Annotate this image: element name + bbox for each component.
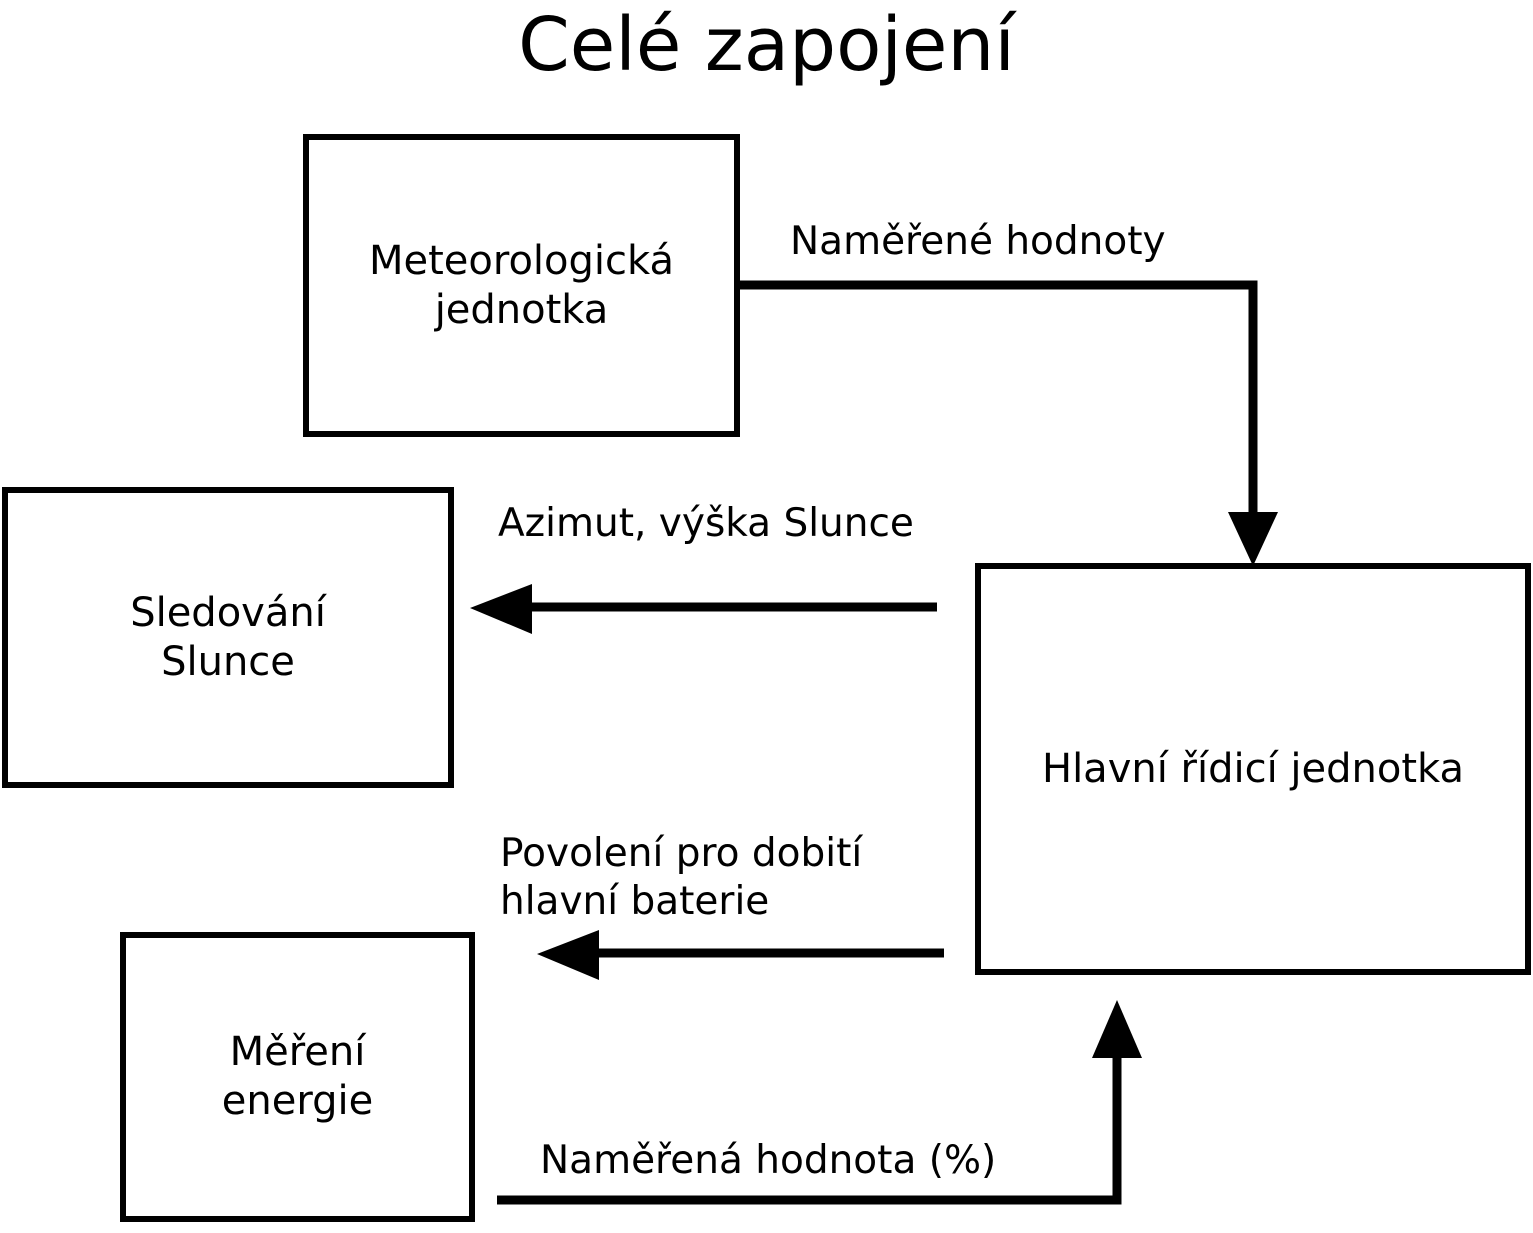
node-label: Meteorologická jednotka: [369, 237, 674, 333]
node-hlavni-ridici-jednotka[interactable]: Hlavní řídicí jednotka: [975, 563, 1531, 975]
node-mereni-energie[interactable]: Měření energie: [120, 932, 475, 1222]
edge-label-charge-permission: Povolení pro dobití hlavní baterie: [500, 831, 863, 924]
edge-label-measured-values: Naměřené hodnoty: [790, 219, 1166, 264]
node-label: Hlavní řídicí jednotka: [1041, 745, 1465, 792]
edge-label-azimuth: Azimut, výška Slunce: [498, 501, 914, 546]
node-meteorologicka-jednotka[interactable]: Meteorologická jednotka: [303, 134, 740, 437]
page-title: Celé zapojení: [518, 2, 1015, 88]
connector-measured-percent: [497, 1000, 1142, 1205]
connector-measured-values: [739, 280, 1278, 566]
node-label: Sledování Slunce: [130, 589, 326, 685]
connector-charge-permission: [537, 930, 944, 980]
connector-azimuth: [470, 584, 937, 634]
node-sledovani-slunce[interactable]: Sledování Slunce: [2, 487, 454, 788]
edge-label-measured-percent: Naměřená hodnota (%): [540, 1138, 997, 1183]
node-label: Měření energie: [221, 1029, 374, 1124]
